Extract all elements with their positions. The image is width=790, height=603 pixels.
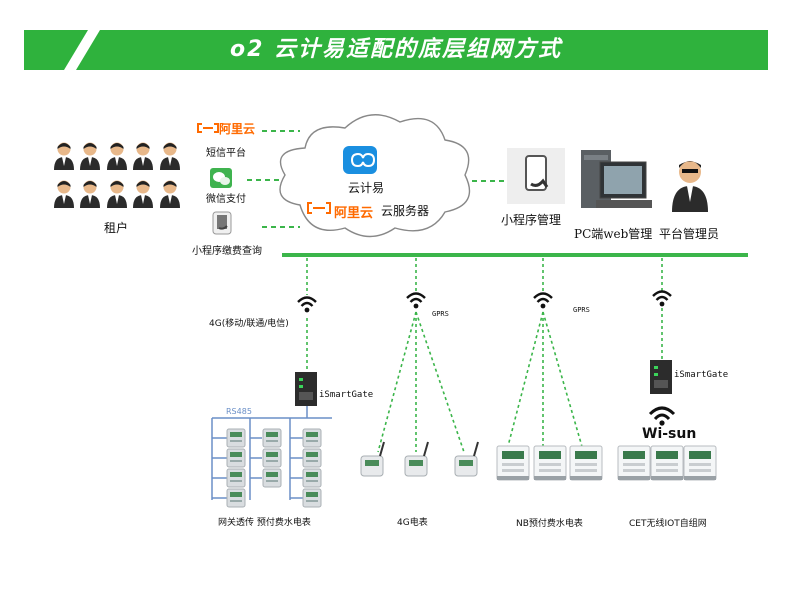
phone-icon xyxy=(212,211,232,235)
rs485-meters xyxy=(226,428,322,508)
aliyun-logo-icon xyxy=(197,123,219,133)
gateway-1-label: iSmartGate xyxy=(319,390,374,400)
signal-4g-label: 4G(移动/联通/电信) xyxy=(209,319,289,329)
admin-label: 平台管理员 xyxy=(659,227,720,241)
wifi-icon-wisun xyxy=(651,290,673,308)
gateway-2-label: iSmartGate xyxy=(674,370,729,380)
cloud-aliyun-logo-icon xyxy=(307,202,331,214)
caption-gateway-meters: 网关透传 预付费水电表 xyxy=(218,518,311,528)
signal-gprs-1-label: GPRS xyxy=(432,310,449,318)
pc-computer-icon xyxy=(581,150,652,208)
signal-gprs-2-label: GPRS xyxy=(573,306,590,314)
service-connectors xyxy=(247,130,505,228)
wifi-icon-4g xyxy=(296,296,318,314)
cloud-name-label: 云计易 xyxy=(348,181,385,195)
cloud-server-label: 云服务器 xyxy=(381,204,430,218)
caption-nb-meters: NB预付费水电表 xyxy=(516,519,583,529)
wifi-icon-wisun-large xyxy=(648,406,676,426)
wechat-icon xyxy=(210,168,232,188)
sms-brand: 阿里云 xyxy=(219,122,256,136)
miniprogram-label: 小程序管理 xyxy=(501,213,562,227)
caption-4g-meters: 4G电表 xyxy=(397,518,428,528)
gateway-icon-1 xyxy=(295,372,317,406)
nb-meters xyxy=(496,445,603,481)
wifi-icon-gprs-2 xyxy=(532,292,554,310)
miniprogram-query-label: 小程序缴费查询 xyxy=(192,246,262,257)
cloud-shape xyxy=(279,114,471,238)
title-banner: o2 云计易适配的底层组网方式 xyxy=(24,30,768,70)
wechat-pay-label: 微信支付 xyxy=(206,194,246,205)
cloud-compute-icon xyxy=(343,146,377,174)
wifi-icon-gprs-1 xyxy=(405,292,427,310)
admin-person-icon xyxy=(672,161,708,212)
cloud-brand: 阿里云 xyxy=(334,206,374,221)
tenant-label: 租户 xyxy=(104,221,129,235)
wisun-label: Wi-sun xyxy=(642,426,697,442)
banner-shape xyxy=(24,30,768,70)
wisun-meters xyxy=(617,445,717,481)
tenant-avatars xyxy=(54,142,180,208)
gateway-icon-2 xyxy=(650,360,672,394)
page-title: o2 云计易适配的底层组网方式 xyxy=(229,37,563,62)
miniprogram-phone-icon xyxy=(507,148,565,204)
backbone-bus xyxy=(282,253,748,257)
drop-lines xyxy=(306,258,663,453)
rs485-label: RS485 xyxy=(226,407,252,416)
caption-cet-iot: CET无线IOT自组网 xyxy=(629,519,707,529)
sms-platform-label: 短信平台 xyxy=(206,148,246,159)
pc-web-label: PC端web管理 xyxy=(574,227,653,241)
